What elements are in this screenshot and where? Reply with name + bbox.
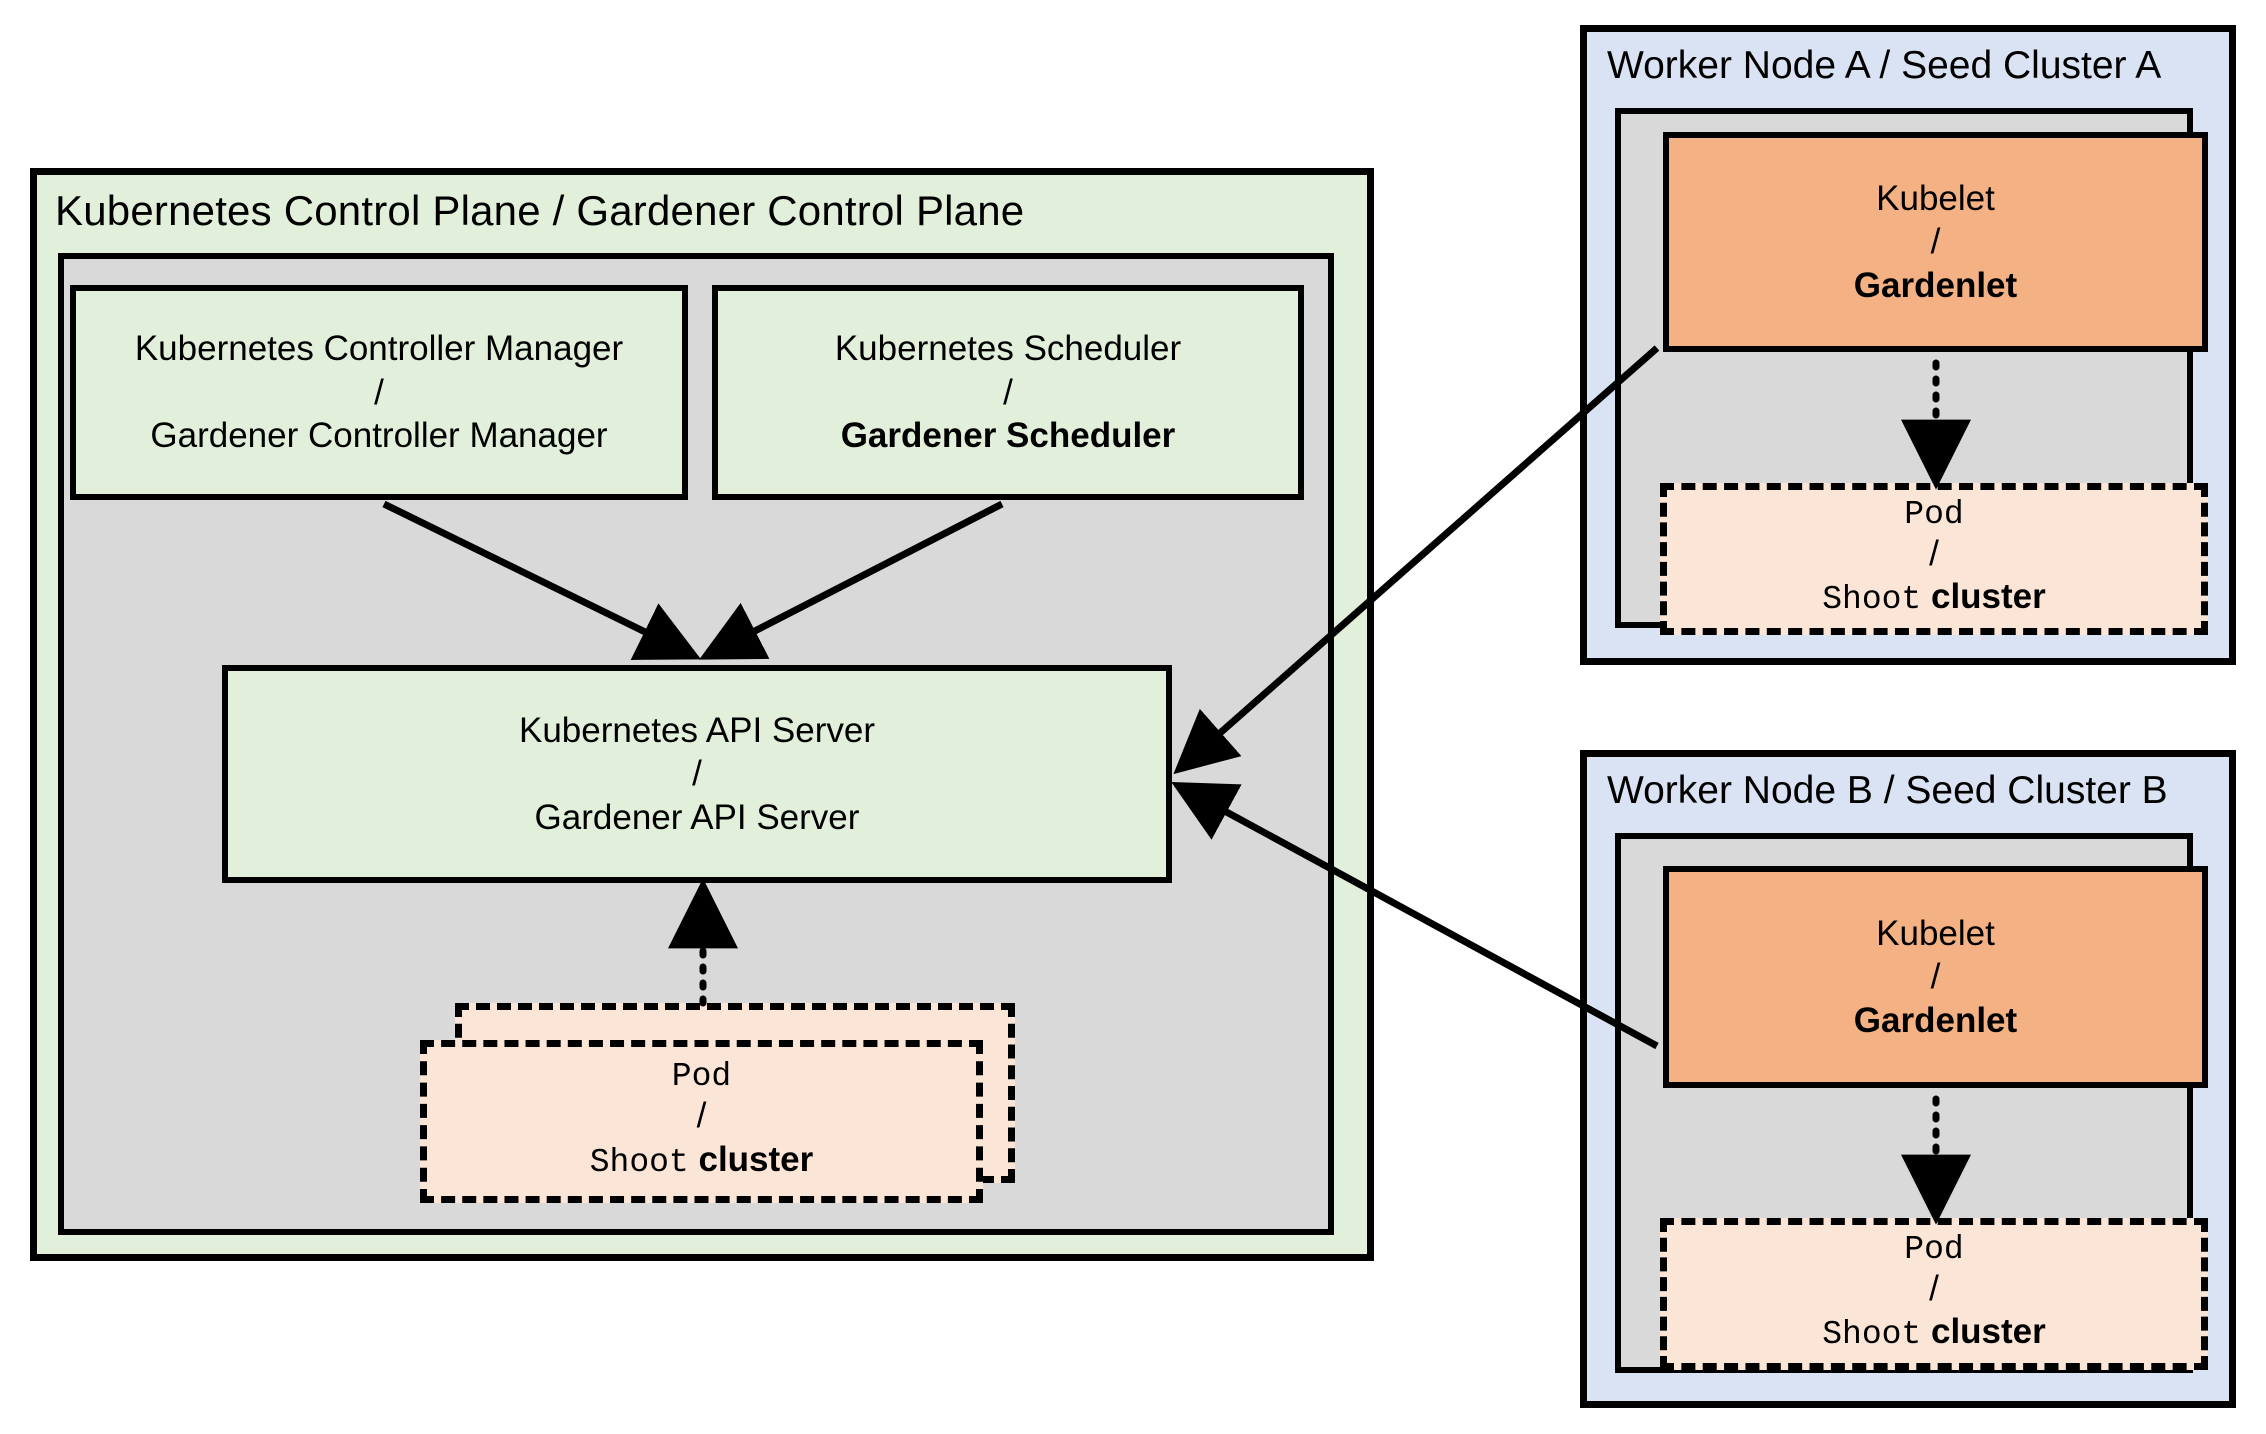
worker-node-b-title: Worker Node B / Seed Cluster B: [1607, 769, 2168, 812]
kubelet-b-line1: Kubelet: [1876, 913, 1995, 953]
worker-a-pod-cluster-token: cluster: [1930, 577, 2046, 617]
kubernetes-api-server-box[interactable]: Kubernetes API Server / Gardener API Ser…: [222, 665, 1172, 883]
control-plane-pod-line2: Shoot cluster: [590, 1137, 814, 1185]
kubelet-a-separator: /: [1930, 222, 1941, 262]
controller-manager-line2: Gardener Controller Manager: [150, 416, 608, 456]
kubelet-a-line2: Gardenlet: [1853, 265, 2018, 305]
kubelet-b-separator: /: [1930, 957, 1941, 997]
kubelet-b-line2: Gardenlet: [1853, 1000, 2018, 1040]
control-plane-pod-separator: /: [696, 1096, 707, 1136]
worker-a-pod-line2: Shoot cluster: [1822, 574, 2046, 622]
api-server-separator: /: [692, 754, 702, 794]
kubelet-gardenlet-b-box[interactable]: Kubelet / Gardenlet: [1663, 866, 2208, 1088]
worker-b-pod-shoot-token: Shoot: [1822, 1316, 1922, 1354]
scheduler-line2: Gardener Scheduler: [840, 416, 1176, 456]
worker-b-pod-separator: /: [1929, 1268, 1939, 1308]
api-server-line2: Gardener API Server: [534, 797, 860, 837]
control-plane-pod-box[interactable]: Pod / Shoot cluster: [420, 1040, 983, 1203]
kubernetes-controller-manager-box[interactable]: Kubernetes Controller Manager / Gardener…: [70, 285, 688, 500]
worker-b-pod-cluster-token: cluster: [1930, 1312, 2046, 1352]
control-plane-title: Kubernetes Control Plane / Gardener Cont…: [55, 187, 1025, 234]
controller-manager-line1: Kubernetes Controller Manager: [134, 329, 624, 369]
control-plane-pod-shoot-token: Shoot: [589, 1143, 689, 1181]
worker-a-pod-shoot-token: Shoot: [1822, 581, 1922, 619]
worker-a-pod-line1: Pod: [1904, 495, 1964, 533]
scheduler-separator: /: [1003, 372, 1013, 412]
control-plane-pod-cluster-token: cluster: [698, 1139, 814, 1179]
worker-node-a-title: Worker Node A / Seed Cluster A: [1607, 44, 2162, 87]
worker-b-pod-box[interactable]: Pod / Shoot cluster: [1660, 1218, 2208, 1370]
controller-manager-separator: /: [374, 372, 384, 412]
control-plane-pod-line1: Pod: [671, 1058, 732, 1096]
kubelet-gardenlet-a-box[interactable]: Kubelet / Gardenlet: [1663, 132, 2208, 352]
kubelet-a-line1: Kubelet: [1876, 178, 1995, 218]
worker-b-pod-line2: Shoot cluster: [1822, 1309, 2046, 1357]
worker-a-pod-separator: /: [1929, 533, 1939, 573]
api-server-line1: Kubernetes API Server: [518, 710, 876, 750]
worker-a-pod-box[interactable]: Pod / Shoot cluster: [1660, 483, 2208, 635]
scheduler-line1: Kubernetes Scheduler: [834, 329, 1182, 369]
worker-b-pod-line1: Pod: [1904, 1230, 1964, 1268]
kubernetes-scheduler-box[interactable]: Kubernetes Scheduler / Gardener Schedule…: [712, 285, 1304, 500]
